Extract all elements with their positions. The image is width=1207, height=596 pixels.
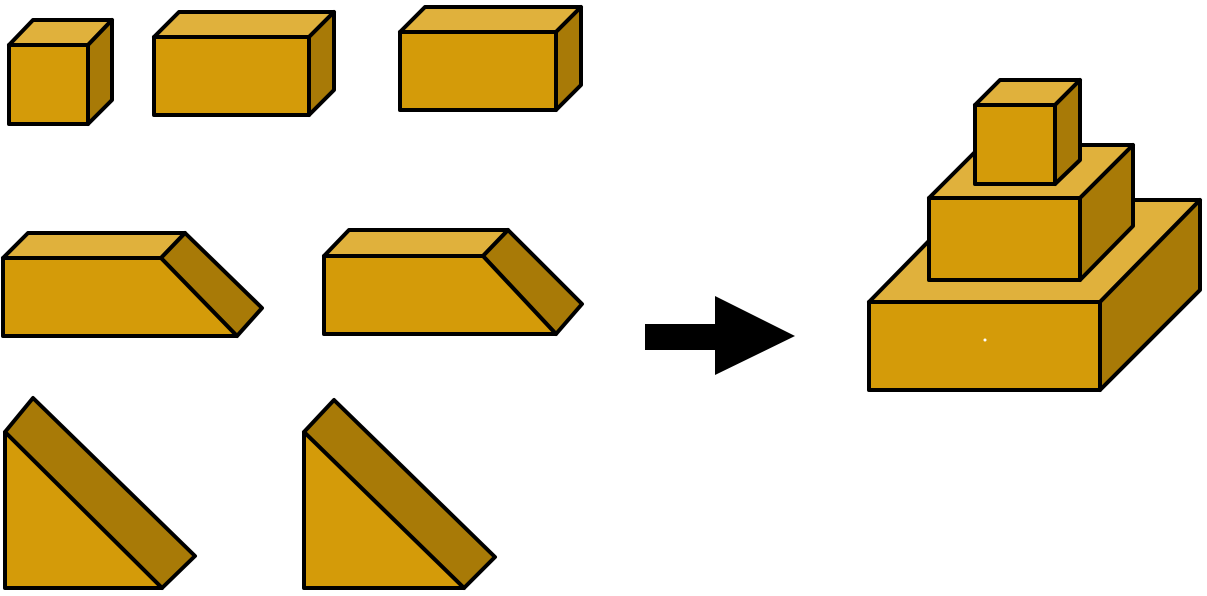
beveled-block-2: [322, 228, 584, 336]
cube-block: [7, 18, 114, 126]
pyramid-top-cube: [973, 78, 1082, 186]
rectangular-block-1: [152, 10, 336, 117]
triangular-wedge-1: [3, 396, 197, 590]
highlight-dot: [983, 338, 987, 342]
triangular-wedge-2: [302, 398, 497, 590]
right-arrow-icon: [645, 296, 795, 375]
beveled-block-1: [1, 231, 264, 338]
rectangular-block-2: [398, 5, 583, 112]
